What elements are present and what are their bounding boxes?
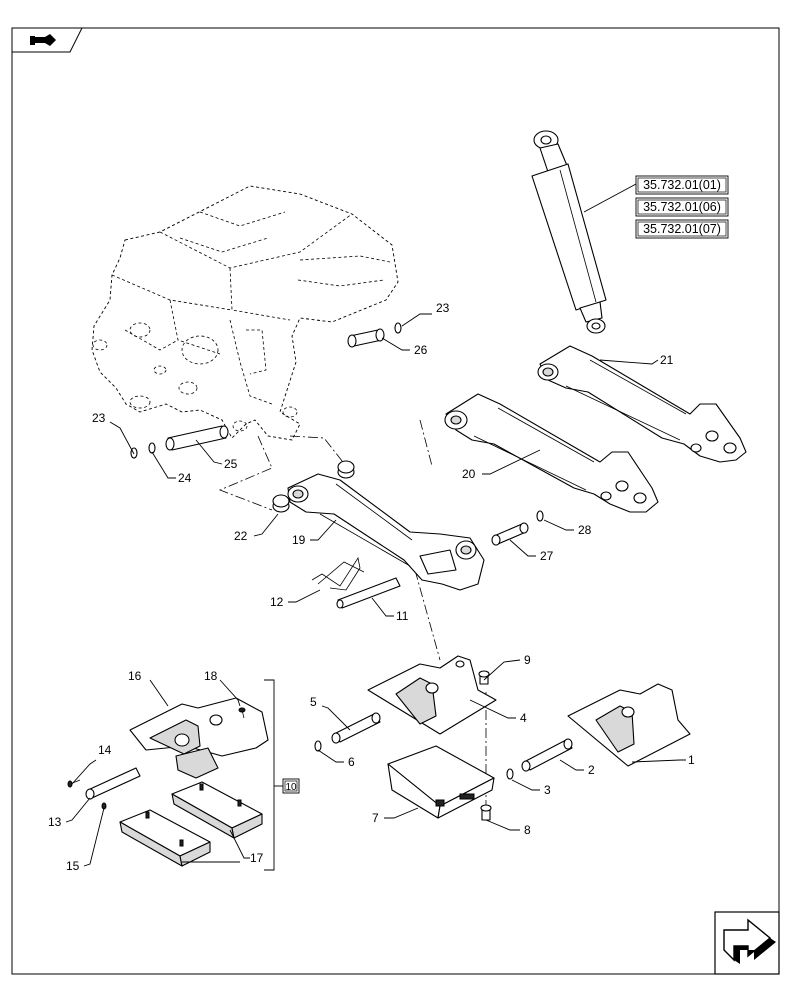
- pin-25[interactable]: [165, 425, 229, 451]
- callout-13: 13: [48, 815, 62, 829]
- screw-18[interactable]: [238, 707, 246, 719]
- callouts: 1 2 3 4 5 6 7 8 9 11 12 13 14 15 16 17 1…: [48, 301, 695, 873]
- callout-23-left: 23: [92, 411, 106, 425]
- leader-lines: [65, 183, 686, 867]
- callout-8: 8: [524, 823, 531, 837]
- callout-23-right: 23: [436, 301, 450, 315]
- pin-27[interactable]: [491, 522, 529, 546]
- beam-19[interactable]: [287, 473, 485, 591]
- callout-27: 27: [540, 549, 554, 563]
- chassis-frame: [91, 185, 399, 441]
- callout-17: 17: [250, 851, 264, 865]
- diagram-border: [11, 27, 780, 975]
- next-page-arrow-icon[interactable]: [714, 911, 780, 975]
- box-7[interactable]: [387, 745, 495, 819]
- bolt-8[interactable]: [480, 804, 492, 821]
- bracket-4[interactable]: [367, 655, 497, 735]
- reference-box-1[interactable]: 35.732.01(01): [635, 175, 729, 195]
- callout-7: 7: [372, 811, 379, 825]
- washer-24[interactable]: [148, 442, 156, 454]
- ring-23-right[interactable]: [394, 322, 402, 334]
- callout-26: 26: [414, 343, 428, 357]
- callout-24: 24: [178, 471, 192, 485]
- ring-28[interactable]: [536, 510, 544, 522]
- pin-5[interactable]: [331, 712, 381, 744]
- pad-17-lower[interactable]: [119, 809, 211, 867]
- pad-17-upper[interactable]: [171, 781, 263, 839]
- callout-18: 18: [204, 669, 218, 683]
- callout-3: 3: [544, 783, 551, 797]
- reference-2: 35.732.01(06): [643, 200, 721, 214]
- callout-4: 4: [520, 711, 527, 725]
- callout-15: 15: [66, 859, 80, 873]
- callout-28: 28: [578, 523, 592, 537]
- ring-6[interactable]: [314, 740, 322, 752]
- bushing-top[interactable]: [337, 460, 355, 479]
- bolt-9[interactable]: [478, 670, 490, 685]
- callout-5: 5: [310, 695, 317, 709]
- hydraulic-cylinder[interactable]: [531, 130, 607, 334]
- callout-2: 2: [588, 763, 595, 777]
- bracket-1[interactable]: [567, 683, 691, 767]
- kit-10-bracket-16[interactable]: [129, 697, 269, 779]
- callout-14: 14: [98, 743, 112, 757]
- bushing-22[interactable]: [272, 494, 290, 513]
- callout-16: 16: [128, 669, 142, 683]
- callout-19: 19: [292, 533, 306, 547]
- kit-bracket-line: [264, 679, 275, 871]
- reference-1: 35.732.01(01): [643, 178, 721, 192]
- book-pointer-icon[interactable]: [11, 27, 83, 53]
- callout-21: 21: [660, 353, 674, 367]
- bolt-14[interactable]: [67, 779, 81, 788]
- reference-box-3[interactable]: 35.732.01(07): [635, 219, 729, 239]
- ring-3[interactable]: [506, 768, 514, 780]
- callout-6: 6: [348, 755, 355, 769]
- pin-13[interactable]: [85, 767, 141, 800]
- group-label: 10: [285, 782, 297, 793]
- callout-25: 25: [224, 457, 238, 471]
- pin-2[interactable]: [521, 738, 573, 772]
- clip-12[interactable]: [311, 556, 361, 591]
- callout-11: 11: [396, 609, 409, 623]
- arm-21[interactable]: [537, 345, 747, 463]
- callout-9: 9: [524, 653, 531, 667]
- reference-3: 35.732.01(07): [643, 222, 721, 236]
- pin-11[interactable]: [336, 577, 401, 609]
- callout-1: 1: [688, 753, 695, 767]
- pin-26[interactable]: [347, 328, 385, 348]
- callout-20: 20: [462, 467, 476, 481]
- callout-22: 22: [234, 529, 248, 543]
- reference-box-2[interactable]: 35.732.01(06): [635, 197, 729, 217]
- arm-20[interactable]: [444, 393, 659, 513]
- callout-12: 12: [270, 595, 284, 609]
